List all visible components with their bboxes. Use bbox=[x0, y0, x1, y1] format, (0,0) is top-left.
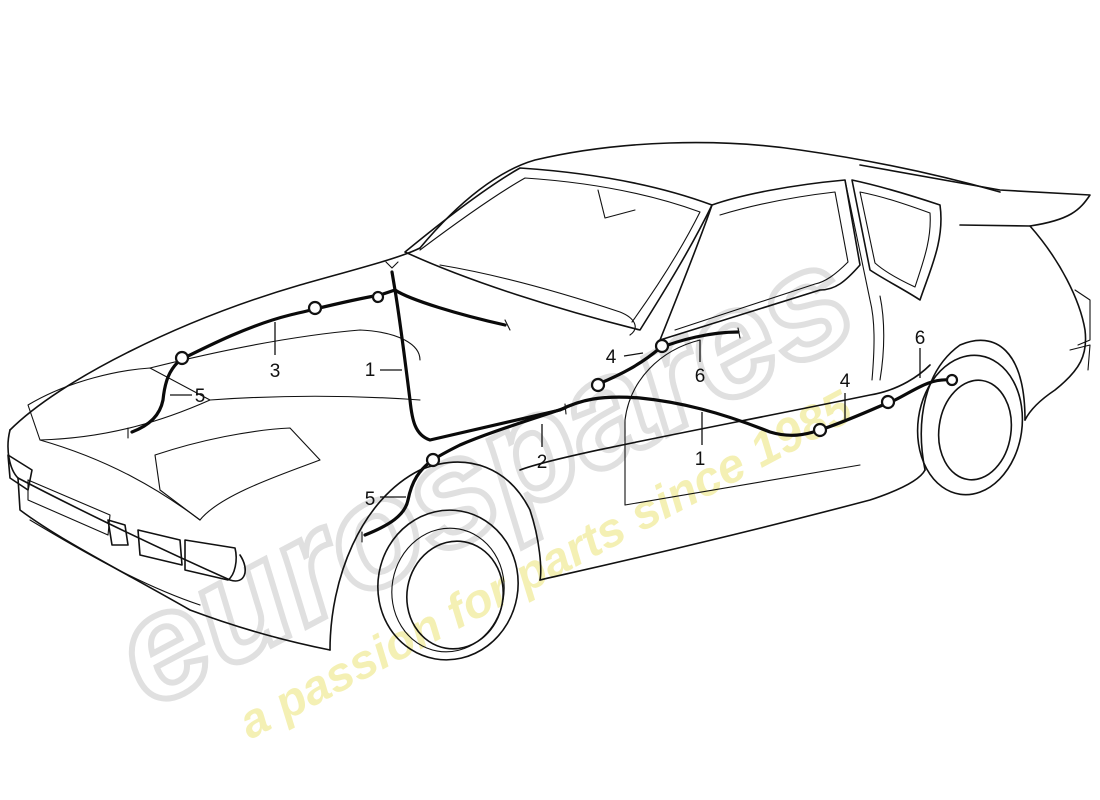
harness-5-front bbox=[130, 360, 180, 434]
car-rear-wheel bbox=[916, 354, 1024, 496]
harness-5-lower bbox=[363, 460, 432, 537]
car-rear bbox=[1024, 225, 1087, 421]
callout-1: 1 bbox=[695, 449, 706, 470]
car-sill bbox=[539, 469, 926, 581]
callout-5: 5 bbox=[365, 489, 376, 510]
clip bbox=[174, 350, 190, 366]
callout-6: 6 bbox=[915, 328, 926, 349]
clip bbox=[654, 338, 670, 354]
terminal-end bbox=[127, 261, 741, 543]
car-hood bbox=[9, 247, 421, 431]
callout-1: 1 bbox=[365, 360, 376, 381]
harness-2 bbox=[431, 406, 567, 462]
clip bbox=[880, 394, 896, 410]
watermark: eurospares a passion for parts since 198… bbox=[83, 207, 882, 749]
clips bbox=[127, 261, 959, 543]
callout-3: 3 bbox=[270, 361, 281, 382]
car-rear-window bbox=[851, 179, 942, 301]
clip bbox=[945, 373, 959, 387]
callout-4: 4 bbox=[840, 371, 851, 392]
callouts: 1 1 2 3 4 4 5 5 6 6 bbox=[195, 328, 926, 510]
harness-1 bbox=[390, 270, 952, 442]
car-side-window bbox=[659, 179, 861, 341]
car-front-wheel bbox=[377, 509, 519, 661]
callout-5: 5 bbox=[195, 386, 206, 407]
callout-2: 2 bbox=[537, 452, 548, 473]
clip bbox=[425, 452, 441, 468]
clip bbox=[590, 377, 606, 393]
car-roof bbox=[419, 141, 1001, 249]
car-spoiler bbox=[859, 164, 1091, 227]
car-front-lamp bbox=[107, 519, 129, 546]
leader-lines bbox=[170, 322, 921, 498]
callout-4: 4 bbox=[606, 347, 617, 368]
clip bbox=[371, 290, 385, 304]
harness-3 bbox=[178, 288, 507, 362]
car-outline bbox=[7, 141, 1091, 661]
harnesses bbox=[130, 270, 952, 537]
car-rear-wheel-arch bbox=[920, 339, 1026, 471]
callout-6: 6 bbox=[695, 366, 706, 387]
car-front-wheel-arch bbox=[329, 461, 542, 651]
clip bbox=[307, 300, 323, 316]
clip bbox=[812, 422, 828, 438]
